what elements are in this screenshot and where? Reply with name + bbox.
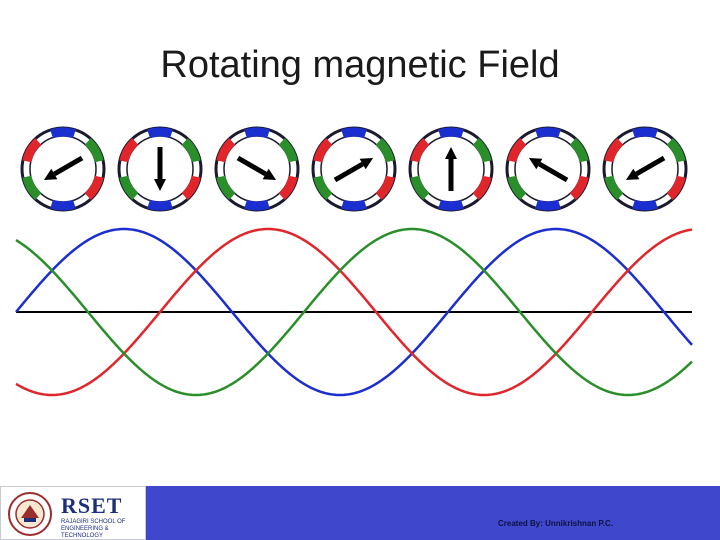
- stator-pole: [278, 175, 298, 200]
- stator-pole: [181, 138, 201, 163]
- stator-pole: [50, 127, 76, 139]
- field-arrow-icon: [625, 168, 640, 180]
- phase-wave-green: [15, 227, 693, 397]
- stator-pole: [313, 175, 333, 200]
- stator-pole: [438, 127, 464, 139]
- stator-pole: [569, 175, 589, 200]
- stator-pole: [244, 127, 270, 139]
- stator-icon: [117, 126, 203, 212]
- three-phase-waves: [15, 227, 693, 397]
- stator-pole: [604, 175, 624, 200]
- field-arrow-icon: [445, 147, 457, 159]
- author-credit: Created By: Unnikrishnan P.C.: [498, 519, 613, 528]
- stator-pole: [181, 175, 201, 200]
- institution-logo: RSET RAJAGIRI SCHOOL OF ENGINEERING & TE…: [0, 486, 146, 540]
- stator-pole: [472, 138, 492, 163]
- stator-pole: [507, 138, 527, 163]
- field-arrow-shaft: [538, 161, 569, 183]
- stator-pole: [632, 199, 658, 211]
- field-arrow-icon: [262, 168, 277, 180]
- field-arrow-shaft: [236, 155, 267, 177]
- stator-pole: [244, 199, 270, 211]
- college-seal-icon: [8, 492, 52, 536]
- field-arrow-shaft: [635, 155, 666, 177]
- stator-pole: [410, 175, 430, 200]
- field-arrow-icon: [154, 179, 166, 191]
- stator-pole: [604, 138, 624, 163]
- stator-pole: [278, 138, 298, 163]
- stator-icon: [602, 126, 688, 212]
- stator-pole: [666, 138, 686, 163]
- stator-pole: [507, 175, 527, 200]
- stator-pole: [84, 175, 104, 200]
- phase-wave-red: [15, 227, 693, 397]
- stator-pole: [535, 127, 561, 139]
- stator-icon: [20, 126, 106, 212]
- logo-subtitle: RAJAGIRI SCHOOL OF ENGINEERING & TECHNOL…: [61, 519, 126, 539]
- stator-pole: [535, 199, 561, 211]
- stator-pole: [341, 199, 367, 211]
- stator-pole: [410, 138, 430, 163]
- stator-pole: [119, 175, 139, 200]
- stator-pole: [341, 127, 367, 139]
- footer-bar: RSET RAJAGIRI SCHOOL OF ENGINEERING & TE…: [0, 486, 720, 540]
- field-arrow-shaft: [53, 155, 84, 177]
- stator-pole: [22, 175, 42, 200]
- stator-pole: [216, 138, 236, 163]
- stator-pole: [119, 138, 139, 163]
- stator-pole: [375, 138, 395, 163]
- stator-pole: [375, 175, 395, 200]
- stator-pole: [666, 175, 686, 200]
- stator-pole: [147, 127, 173, 139]
- stator-icon: [505, 126, 591, 212]
- rotating-field-diagram: [15, 126, 693, 397]
- stator-pole: [313, 138, 333, 163]
- logo-name: RSET: [61, 493, 123, 518]
- stator-pole: [216, 175, 236, 200]
- stator-motor-row: [20, 126, 688, 212]
- field-arrow-icon: [359, 158, 374, 170]
- stator-pole: [438, 199, 464, 211]
- stator-pole: [569, 138, 589, 163]
- stator-pole: [84, 138, 104, 163]
- slide-title: Rotating magnetic Field: [160, 44, 560, 86]
- field-arrow-icon: [43, 168, 58, 180]
- field-arrow-shaft: [333, 161, 364, 183]
- stator-pole: [632, 127, 658, 139]
- stator-icon: [214, 126, 300, 212]
- phase-wave-blue: [15, 227, 693, 397]
- stator-pole: [22, 138, 42, 163]
- stator-pole: [147, 199, 173, 211]
- stator-icon: [311, 126, 397, 212]
- stator-pole: [50, 199, 76, 211]
- stator-pole: [472, 175, 492, 200]
- stator-icon: [408, 126, 494, 212]
- field-arrow-icon: [528, 158, 543, 170]
